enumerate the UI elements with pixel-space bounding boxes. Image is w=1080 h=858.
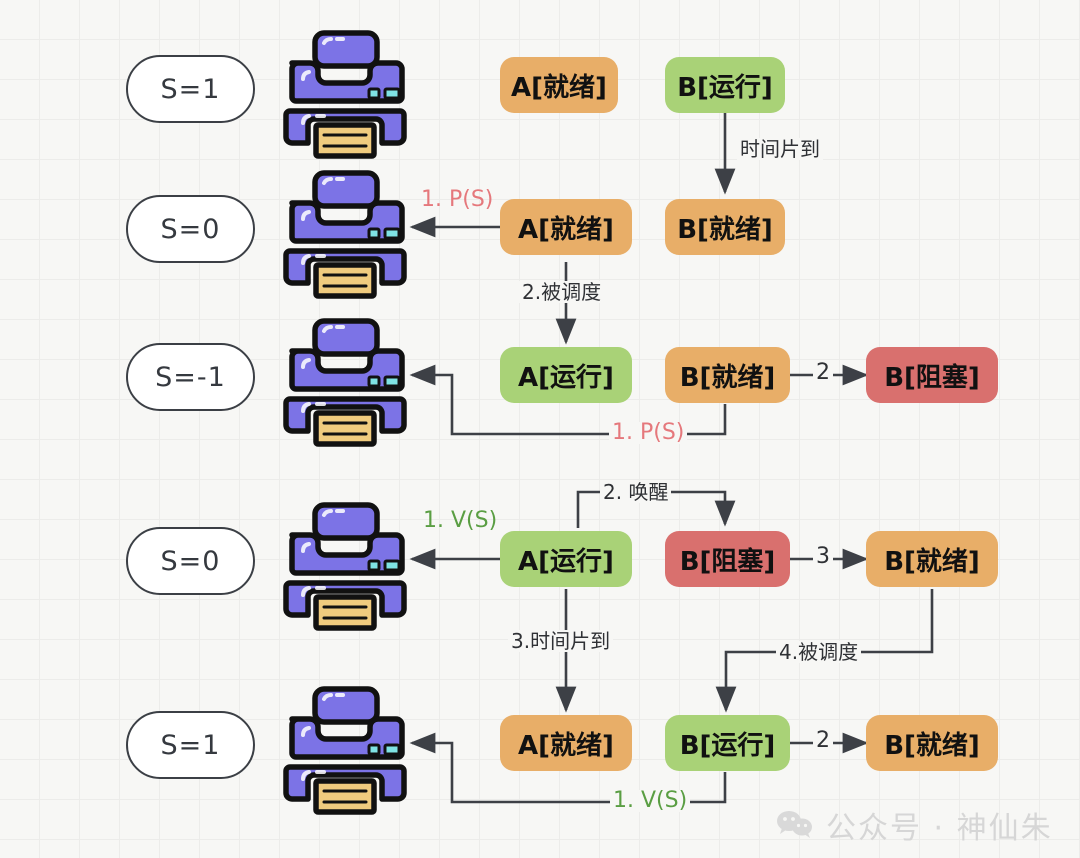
state-box-a-ready-r5[interactable]: A[就绪]: [500, 715, 632, 771]
state-box-b-running-r5[interactable]: B[运行]: [665, 715, 790, 771]
edge-label-text: 2: [816, 728, 830, 753]
edge-label-timeslice-r1: 时间片到: [737, 138, 823, 160]
edge-label-text: 2.被调度: [522, 280, 602, 304]
state-box-b-ready-r2[interactable]: B[就绪]: [665, 199, 785, 255]
state-label: B[就绪]: [679, 362, 776, 393]
edge-label-ps-r3: 1. P(S): [609, 420, 688, 445]
edge-label-text: 1. P(S): [612, 420, 685, 445]
printer-icon-row-2: [282, 167, 408, 303]
semaphore-value-row-3: S=-1: [126, 343, 255, 411]
edge-label-text: 1. V(S): [423, 508, 498, 533]
semaphore-value-row-2: S=0: [126, 195, 255, 263]
semaphore-value-row-4: S=0: [126, 527, 255, 595]
edge-label-scheduled-r5: 4.被调度: [776, 640, 862, 664]
semaphore-text: S=-1: [155, 361, 226, 393]
semaphore-text: S=1: [160, 73, 221, 105]
state-label: A[就绪]: [518, 730, 614, 761]
edge-label-text: 4.被调度: [779, 640, 859, 664]
edge-label-scheduled-r2: 2.被调度: [519, 280, 605, 304]
state-label: A[运行]: [518, 362, 614, 393]
state-label: B[就绪]: [677, 214, 773, 245]
state-label: B[阻塞]: [679, 546, 776, 577]
state-box-b-ready-r4[interactable]: B[就绪]: [866, 531, 998, 587]
printer-icon-row-3: [282, 315, 408, 451]
edge-label-ps-r2: 1. P(S): [418, 189, 496, 211]
edge-label-text: 3: [816, 544, 830, 569]
watermark: 公众号 · 神仙朱: [776, 803, 1053, 847]
state-label: B[运行]: [679, 730, 776, 761]
printer-icon-row-5: [282, 683, 408, 819]
edge-label-vs-r5: 1. V(S): [610, 788, 691, 813]
edge-label-text: 1. V(S): [613, 788, 688, 813]
state-label: B[运行]: [677, 72, 773, 103]
printer-icon-row-4: [282, 499, 408, 635]
edge-label-two-r5: 2: [813, 730, 833, 752]
state-box-a-ready-r2[interactable]: A[就绪]: [500, 199, 632, 255]
state-box-b-running-r1[interactable]: B[运行]: [665, 57, 785, 113]
state-label: A[就绪]: [518, 214, 614, 245]
state-box-a-ready-r1[interactable]: A[就绪]: [500, 57, 618, 113]
state-box-b-blocked-r3[interactable]: B[阻塞]: [866, 347, 998, 403]
edge-label-two-r3: 2: [813, 362, 833, 384]
state-box-b-ready-r3[interactable]: B[就绪]: [665, 347, 790, 403]
semaphore-text: S=0: [160, 545, 221, 577]
state-box-b-blocked-r4[interactable]: B[阻塞]: [665, 531, 790, 587]
semaphore-text: S=1: [160, 729, 221, 761]
printer-icon-row-1: [282, 27, 408, 163]
edge-label-wakeup-r4: 2. 唤醒: [600, 480, 672, 504]
edge-label-text: 2. 唤醒: [603, 480, 669, 504]
edge-label-three-r4: 3: [813, 546, 833, 568]
watermark-text: 公众号 · 神仙朱: [826, 811, 1053, 846]
wechat-icon: [777, 811, 812, 838]
edge-label-vs-r4: 1. V(S): [420, 510, 500, 532]
state-box-a-running-r4[interactable]: A[运行]: [500, 531, 632, 587]
state-label: A[运行]: [518, 546, 614, 577]
semaphore-value-row-1: S=1: [126, 55, 255, 123]
edge-label-text: 3.时间片到: [511, 629, 611, 653]
edge-label-timeslice-r5: 3.时间片到: [508, 629, 614, 653]
state-box-b-ready-r5[interactable]: B[就绪]: [866, 715, 998, 771]
semaphore-text: S=0: [160, 213, 221, 245]
state-label: B[就绪]: [884, 546, 980, 577]
state-box-a-running-r3[interactable]: A[运行]: [500, 347, 632, 403]
semaphore-value-row-5: S=1: [126, 711, 255, 779]
state-label: B[就绪]: [884, 730, 980, 761]
state-label: B[阻塞]: [884, 362, 980, 393]
edge-label-text: 1. P(S): [421, 187, 494, 212]
edge-label-text: 2: [816, 360, 830, 385]
state-label: A[就绪]: [511, 72, 607, 103]
edge-label-text: 时间片到: [740, 137, 820, 161]
